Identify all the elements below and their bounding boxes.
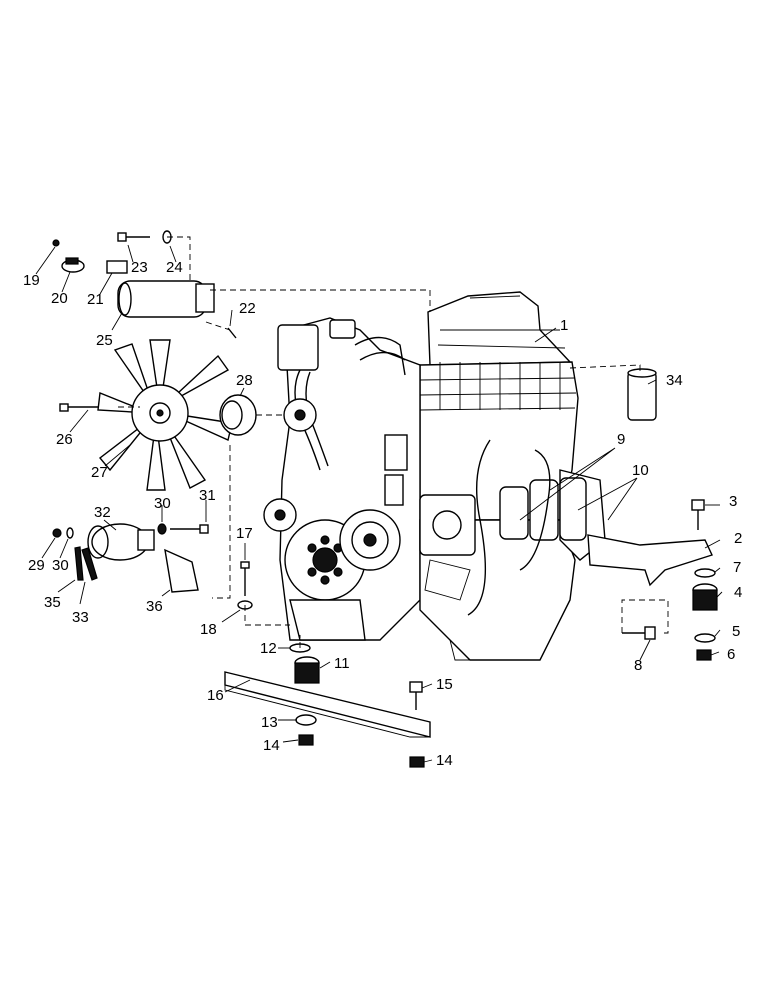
part-14-nut-a bbox=[298, 734, 314, 746]
callout-4: 4 bbox=[734, 584, 742, 601]
part-32-alternator bbox=[87, 523, 155, 561]
part-6-nut bbox=[696, 649, 712, 661]
part-34-sleeve bbox=[627, 368, 657, 421]
callout-1: 1 bbox=[560, 317, 568, 334]
part-21-bracket bbox=[106, 260, 128, 274]
callout-labels: 1 2 3 4 5 6 7 8 9 10 11 12 13 14 14 15 1… bbox=[23, 259, 742, 769]
callout-8: 8 bbox=[634, 657, 642, 674]
callout-30b: 30 bbox=[154, 495, 171, 512]
callout-36: 36 bbox=[146, 598, 163, 615]
leader-lines bbox=[35, 244, 723, 763]
part-30-washer-b bbox=[157, 523, 167, 535]
callout-10: 10 bbox=[632, 462, 649, 479]
callout-33: 33 bbox=[72, 609, 89, 626]
part-28-spacer bbox=[219, 394, 257, 436]
callout-23: 23 bbox=[131, 259, 148, 276]
part-36-bracket bbox=[164, 548, 199, 593]
callout-31: 31 bbox=[199, 487, 216, 504]
callout-12: 12 bbox=[260, 640, 277, 657]
part-33-belt bbox=[81, 547, 98, 581]
part-20-clamp bbox=[61, 257, 85, 273]
part-16-crossmember bbox=[224, 671, 431, 738]
callout-14a: 14 bbox=[263, 737, 280, 754]
part-4-mount bbox=[692, 583, 718, 611]
callout-29: 29 bbox=[28, 557, 45, 574]
callout-27: 27 bbox=[91, 464, 108, 481]
callout-14b: 14 bbox=[436, 752, 453, 769]
assembly-lines bbox=[118, 236, 669, 648]
part-13-washer bbox=[295, 714, 317, 726]
part-11-mount bbox=[294, 656, 320, 684]
callout-19: 19 bbox=[23, 272, 40, 289]
callout-6: 6 bbox=[727, 646, 735, 663]
part-3-bolt bbox=[691, 499, 705, 530]
callout-13: 13 bbox=[261, 714, 278, 731]
callout-9: 9 bbox=[617, 431, 625, 448]
part-27-fan bbox=[97, 339, 233, 491]
engine-block bbox=[263, 291, 713, 661]
callout-30a: 30 bbox=[52, 557, 69, 574]
part-17-bolt bbox=[240, 561, 250, 596]
callout-2: 2 bbox=[734, 530, 742, 547]
part-25-air-cleaner bbox=[117, 280, 215, 318]
callout-22: 22 bbox=[239, 300, 256, 317]
part-29-nut bbox=[52, 528, 62, 538]
callout-16: 16 bbox=[207, 687, 224, 704]
callout-3: 3 bbox=[729, 493, 737, 510]
callout-5: 5 bbox=[732, 623, 740, 640]
callout-25: 25 bbox=[96, 332, 113, 349]
part-30-washer-a bbox=[66, 527, 74, 539]
callout-20: 20 bbox=[51, 290, 68, 307]
callout-7: 7 bbox=[733, 559, 741, 576]
part-14-nut-b bbox=[409, 756, 425, 768]
part-23-bolt bbox=[117, 232, 150, 242]
callout-26: 26 bbox=[56, 431, 73, 448]
callout-35: 35 bbox=[44, 594, 61, 611]
part-19-screw bbox=[52, 239, 60, 247]
callout-34: 34 bbox=[666, 372, 683, 389]
callout-18: 18 bbox=[200, 621, 217, 638]
part-31-bolt bbox=[170, 524, 209, 534]
part-7-washer bbox=[694, 568, 716, 578]
callout-24: 24 bbox=[166, 259, 183, 276]
part-5-washer bbox=[694, 633, 716, 643]
callout-28: 28 bbox=[236, 372, 253, 389]
part-8-bolt bbox=[622, 626, 656, 640]
callout-11: 11 bbox=[334, 655, 350, 672]
callout-17: 17 bbox=[236, 525, 253, 542]
callout-32: 32 bbox=[94, 504, 111, 521]
part-35-belt bbox=[74, 546, 84, 581]
callout-21: 21 bbox=[87, 291, 104, 308]
part-15-bolt bbox=[409, 681, 423, 710]
callout-15: 15 bbox=[436, 676, 453, 693]
